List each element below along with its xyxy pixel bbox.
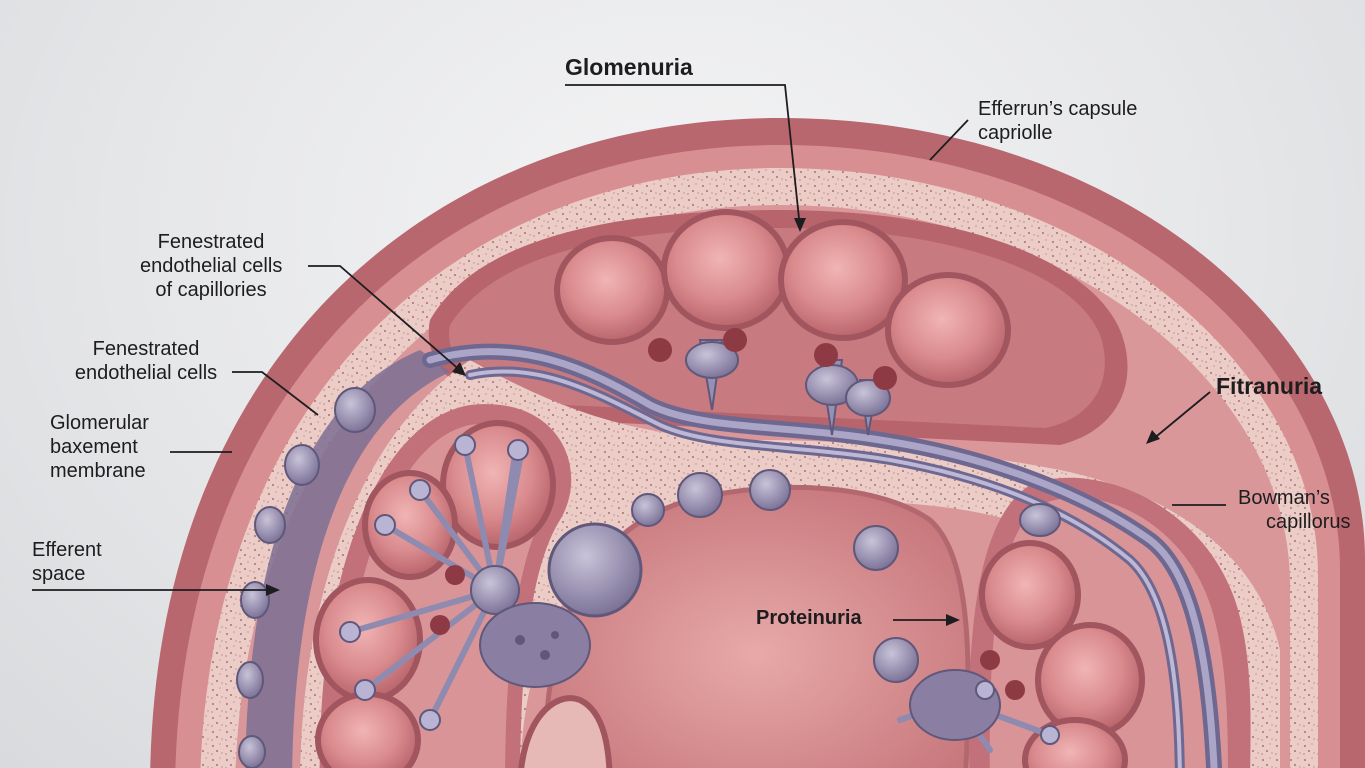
label-bowmans-capillorus: Bowman’s capillorus [1238, 487, 1351, 533]
glomenuria-leader [565, 84, 801, 229]
efferent-space-arrowhead [266, 584, 280, 596]
upper-podocytes [648, 328, 897, 436]
left-vesicles [236, 387, 376, 768]
arrowheads [266, 218, 1160, 626]
lower-loop [518, 695, 613, 768]
label-proteinuria: Proteinuria [756, 607, 862, 629]
label-efferrun-capsule: Efferrun’s capsule capriolle [978, 98, 1138, 144]
label-efferent-space: Efferent space [32, 539, 102, 585]
right-cells [979, 540, 1145, 768]
fitranuria-arrowhead [1146, 430, 1160, 444]
fenestrated-capillaries-leader [308, 265, 463, 373]
upper-cells [554, 209, 1011, 388]
right-podocyte-cluster [897, 503, 1061, 753]
label-fenestrated-cells: Fenestrated endothelial cells [74, 338, 218, 384]
fenestrated-cells-leader [232, 371, 319, 416]
fenestrated-capillaries-arrowhead [452, 362, 466, 376]
leader-lines [32, 84, 1226, 621]
glomenuria-arrowhead [794, 218, 806, 232]
label-glomenuria: Glomenuria [565, 54, 693, 80]
left-capillary-band [245, 350, 450, 768]
middle-vesicles [547, 469, 919, 683]
fitranuria-leader [1151, 391, 1211, 441]
label-fenestrated-capillaries: Fenestrated endothelial cells of capillo… [140, 231, 283, 301]
proteinuria-arrowhead [946, 614, 960, 626]
capillary-tubes [422, 343, 1223, 768]
label-fitranuria: Fitranuria [1216, 373, 1323, 399]
left-podocyte-cluster [339, 434, 591, 731]
label-glomerular-membrane: Glomerular baxement membrane [50, 412, 149, 482]
efferrun-capsule-leader [929, 119, 969, 161]
